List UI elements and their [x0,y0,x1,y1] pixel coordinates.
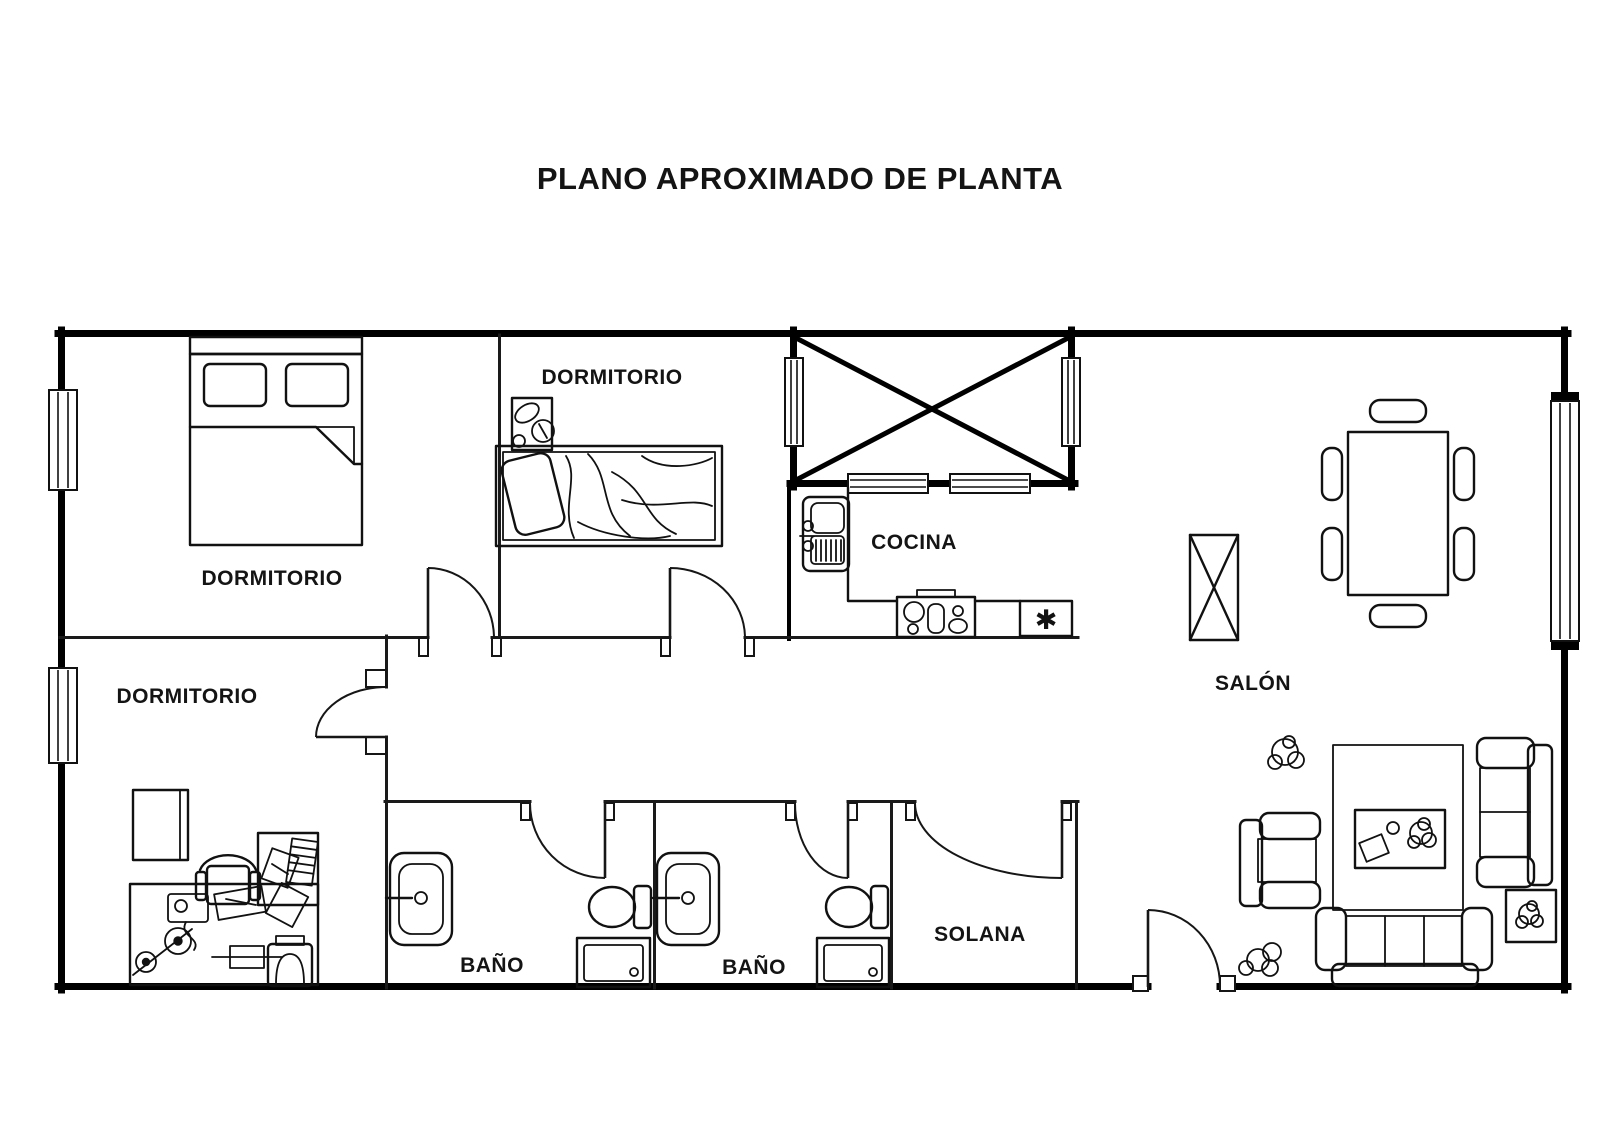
inner-walls [58,333,1080,990]
door-bedroom-3 [315,669,387,755]
kitchen-sink [799,495,851,573]
room-label-bano-1: BAÑO [460,954,524,977]
terrace-crossed-box [786,326,1079,491]
desk [128,882,320,988]
plant [1267,735,1305,770]
door-solana [905,802,1072,879]
shower [575,936,652,989]
rug [1332,744,1464,911]
door-bathroom-2 [785,802,858,879]
bathroom-sink [384,851,454,947]
window-symbol [784,357,804,447]
room-label-cocina: COCINA [871,531,957,554]
double-bed [188,335,364,547]
coffee-table [1353,808,1447,870]
shelf-unit [256,831,320,907]
room-label-solana: SOLANA [934,923,1026,946]
window-symbol [48,389,78,491]
office-chair [194,854,262,906]
door-bedroom-1 [418,567,502,657]
outer-walls [54,326,1572,994]
counter-marker: ✱ [1035,605,1058,636]
stove [895,589,977,639]
toilet [587,884,653,930]
sofa-bottom [1314,906,1494,988]
window-symbol [48,667,78,764]
wardrobe [131,788,190,862]
plant [1238,942,1282,977]
door-bedroom-2 [660,567,755,657]
room-label-dormitorio-3: DORMITORIO [116,685,257,708]
window-symbol [1550,392,1580,650]
nightstand [510,396,555,452]
side-table [1504,888,1558,944]
single-bed [494,444,724,548]
dining-table [1346,430,1450,597]
dining-chair [1320,398,1476,629]
kitchen-counter [846,485,1022,603]
room-label-dormitorio-1: DORMITORIO [201,567,342,590]
cabinet-x [1188,533,1240,642]
shower [815,936,891,989]
room-label-salon: SALÓN [1215,671,1291,695]
plan-title: PLANO APROXIMADO DE PLANTA [537,161,1063,196]
counter-unit: ✱ [1018,599,1074,638]
entry-door [1132,909,1236,992]
door-bathroom-1 [520,802,615,879]
bathroom-sink [651,851,721,947]
room-label-dormitorio-2: DORMITORIO [541,366,682,389]
toilet [824,884,890,930]
armchair [1238,811,1322,910]
sofa-right [1475,736,1554,889]
room-label-bano-2: BAÑO [722,956,786,979]
window-symbol [847,473,1031,494]
window-symbol [1061,357,1081,447]
